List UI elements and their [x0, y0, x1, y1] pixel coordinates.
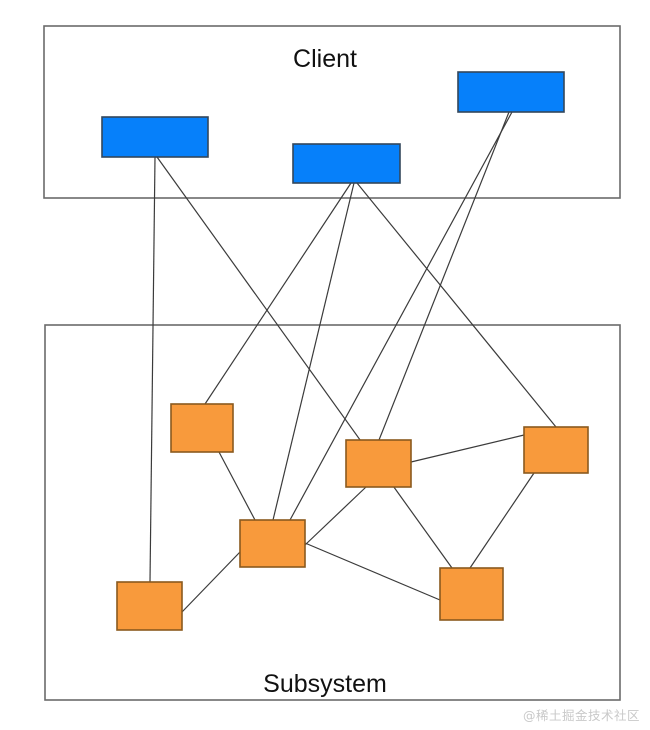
- subsystem-node-s5[interactable]: [116, 581, 183, 631]
- subsystem-node-s2[interactable]: [345, 439, 412, 488]
- group-label-client: Client: [293, 45, 357, 73]
- connection-edge: [378, 111, 510, 441]
- group-label-subsystem: Subsystem: [263, 670, 387, 698]
- subsystem-node-s3[interactable]: [523, 426, 589, 474]
- client-node-c3[interactable]: [457, 71, 565, 113]
- client-node-c1[interactable]: [101, 116, 209, 158]
- group-containers-layer: [43, 25, 621, 701]
- connection-edges-layer: [149, 111, 557, 613]
- connection-edge: [304, 486, 367, 546]
- subsystem-node-s4[interactable]: [239, 519, 306, 568]
- connection-edge: [204, 182, 352, 405]
- client-node-c2[interactable]: [292, 143, 401, 184]
- connection-edge: [181, 551, 241, 613]
- connection-edge: [218, 451, 256, 521]
- connection-edge: [356, 182, 557, 428]
- group-container-client: [43, 25, 621, 199]
- watermark-text: @稀土掘金技术社区: [523, 708, 640, 723]
- connection-edge: [304, 542, 441, 601]
- connection-edge: [410, 434, 525, 463]
- connection-edge: [289, 111, 513, 521]
- connection-edge: [272, 182, 355, 521]
- connection-edge: [156, 156, 453, 569]
- nodes-layer: [101, 71, 589, 631]
- connection-edge: [469, 472, 535, 569]
- subsystem-node-s1[interactable]: [170, 403, 234, 453]
- subsystem-node-s6[interactable]: [439, 567, 504, 621]
- group-container-subsystem: [44, 324, 621, 701]
- connection-edge: [149, 156, 156, 583]
